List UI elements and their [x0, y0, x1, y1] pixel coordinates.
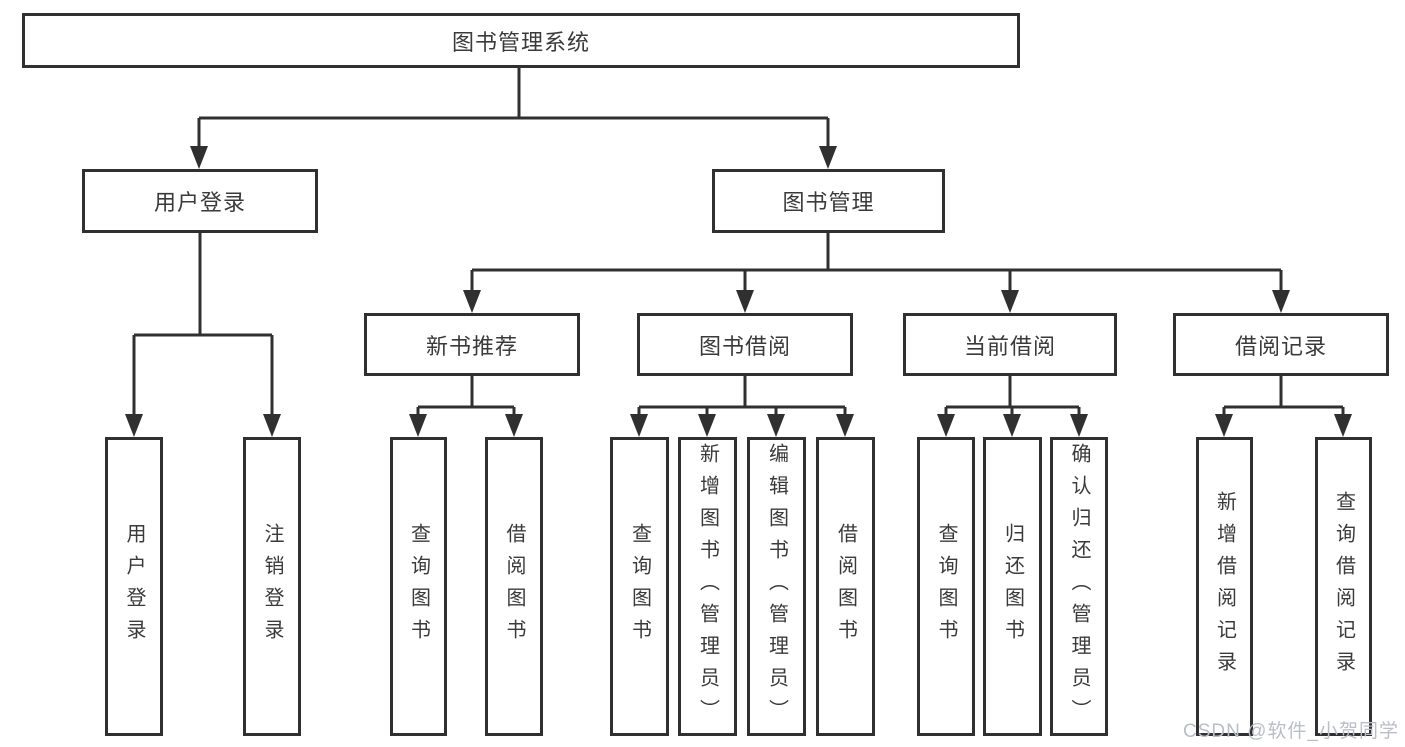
leaf-borrow-query: 查询图书	[610, 437, 669, 736]
leaf-logout-label: 注销登录	[261, 522, 283, 651]
leaf-current-query-label: 查询图书	[935, 522, 957, 651]
leaf-borrow-edit-admin: 编辑图书（管理员）	[747, 437, 806, 736]
leaf-current-return-label: 归还图书	[1001, 522, 1024, 651]
leaf-borrow-query-label: 查询图书	[628, 522, 651, 651]
leaf-logout: 注销登录	[243, 437, 301, 736]
node-new-book: 新书推荐	[364, 313, 580, 376]
node-current-borrow-label: 当前借阅	[963, 333, 1056, 359]
leaf-user-login-label: 用户登录	[123, 522, 145, 651]
leaf-current-return: 归还图书	[983, 437, 1042, 736]
leaf-current-query: 查询图书	[917, 437, 975, 736]
node-book-borrow-label: 图书借阅	[698, 333, 791, 359]
node-book-mgmt: 图书管理	[712, 169, 945, 233]
node-root-label: 图书管理系统	[451, 29, 590, 55]
leaf-borrow-add-admin: 新增图书（管理员）	[678, 437, 737, 736]
node-root: 图书管理系统	[22, 13, 1020, 68]
watermark: CSDN @软件_小贺同学	[1183, 721, 1399, 742]
leaf-borrow-borrow: 借阅图书	[816, 437, 875, 736]
node-current-borrow: 当前借阅	[903, 313, 1117, 376]
leaf-records-query: 查询借阅记录	[1315, 437, 1372, 736]
node-new-book-label: 新书推荐	[425, 333, 518, 359]
leaf-records-query-label: 查询借阅记录	[1332, 490, 1355, 683]
leaf-borrow-edit-admin-label: 编辑图书（管理员）	[765, 442, 788, 731]
leaf-newbook-query-label: 查询图书	[407, 522, 430, 651]
leaf-current-confirm-admin: 确认归还（管理员）	[1050, 437, 1108, 736]
node-borrow-records-label: 借阅记录	[1234, 333, 1327, 359]
leaf-records-add-label: 新增借阅记录	[1213, 490, 1236, 683]
node-user-login: 用户登录	[82, 169, 318, 233]
leaf-newbook-borrow-label: 借阅图书	[503, 522, 525, 651]
leaf-newbook-borrow: 借阅图书	[485, 437, 543, 736]
node-book-mgmt-label: 图书管理	[782, 190, 875, 215]
leaf-records-add: 新增借阅记录	[1196, 437, 1253, 736]
leaf-newbook-query: 查询图书	[390, 437, 447, 736]
node-borrow-records: 借阅记录	[1173, 313, 1389, 376]
node-book-borrow: 图书借阅	[637, 313, 853, 376]
leaf-user-login: 用户登录	[105, 437, 163, 736]
leaf-current-confirm-admin-label: 确认归还（管理员）	[1068, 442, 1090, 731]
leaf-borrow-add-admin-label: 新增图书（管理员）	[696, 442, 719, 731]
node-user-login-label: 用户登录	[153, 190, 246, 215]
leaf-borrow-borrow-label: 借阅图书	[834, 522, 857, 651]
